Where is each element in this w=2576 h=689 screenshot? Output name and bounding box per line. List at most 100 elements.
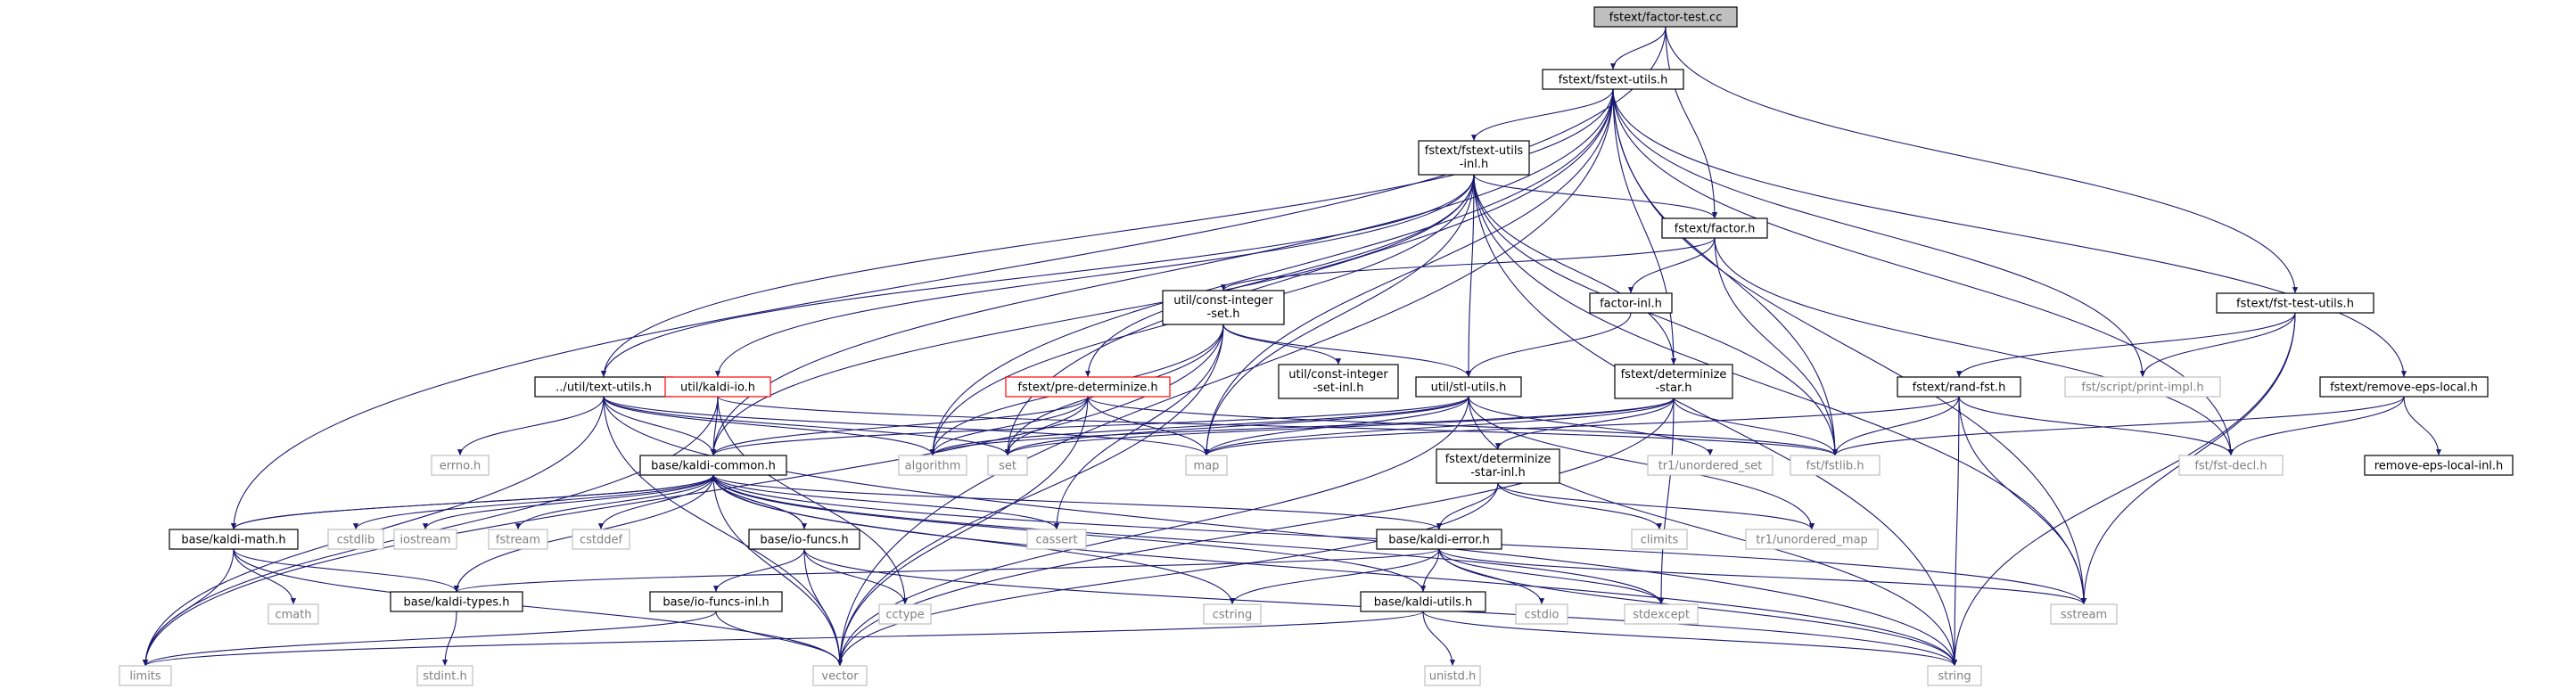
edge-determinize-star-to-set bbox=[1005, 398, 1675, 456]
node-label-io-funcs-inl: base/io-funcs-inl.h bbox=[663, 596, 769, 610]
node-factor-inl[interactable]: factor-inl.h bbox=[1589, 292, 1673, 314]
edge-factor-test-to-kaldi-math bbox=[230, 26, 1667, 530]
edge-stl-utils-to-kaldi-common bbox=[711, 396, 1469, 456]
node-fstext-utils[interactable]: fstext/fstext-utils.h bbox=[1542, 69, 1684, 90]
node-rand-fst[interactable]: fstext/rand-fst.h bbox=[1897, 376, 2021, 398]
node-kaldi-common[interactable]: base/kaldi-common.h bbox=[639, 455, 787, 476]
edge-kaldi-error-to-stdexcept bbox=[1438, 548, 1665, 605]
node-pre-determinize[interactable]: fstext/pre-determinize.h bbox=[1005, 376, 1171, 398]
edge-fstext-utils-to-map bbox=[1203, 88, 1614, 456]
node-determinize-star-inl[interactable]: fstext/determinize-star-inl.h bbox=[1436, 448, 1560, 484]
node-kaldi-utils[interactable]: base/kaldi-utils.h bbox=[1360, 591, 1486, 612]
node-label-rand-fst: fstext/rand-fst.h bbox=[1913, 381, 2006, 395]
edge-remove-eps-local-to-fst-decl bbox=[2227, 396, 2405, 456]
node-set: set bbox=[987, 455, 1028, 476]
edge-fstext-utils-inl-to-factor-h bbox=[1473, 174, 1718, 219]
node-box-print-impl bbox=[2064, 376, 2221, 398]
node-kaldi-types[interactable]: base/kaldi-types.h bbox=[390, 591, 523, 612]
edge-const-int-set-to-stl-utils bbox=[1222, 324, 1472, 378]
node-factor-test[interactable]: fstext/factor-test.cc bbox=[1593, 6, 1738, 28]
node-kaldi-math[interactable]: base/kaldi-math.h bbox=[169, 529, 299, 550]
node-box-map bbox=[1185, 455, 1228, 476]
edge-rand-fst-to-fstlib bbox=[1831, 396, 1960, 456]
edge-kaldi-math-to-cmath bbox=[233, 548, 297, 605]
edge-kaldi-common-to-cstdlib bbox=[353, 474, 714, 530]
edge-stl-utils-to-string bbox=[1468, 396, 1958, 667]
node-label-const-int-set-inl-2: -set-inl.h bbox=[1313, 381, 1363, 395]
edge-kaldi-common-to-kaldi-error bbox=[712, 474, 1442, 530]
node-label-factor-inl: factor-inl.h bbox=[1600, 298, 1662, 311]
edge-pre-determinize-to-kaldi-common bbox=[711, 396, 1089, 456]
node-box-unistd bbox=[1424, 665, 1481, 686]
node-box-fst-test-utils bbox=[2216, 292, 2374, 314]
node-box-cctype bbox=[878, 603, 932, 625]
node-label-stdexcept: stdexcept bbox=[1633, 609, 1690, 622]
edge-fstext-utils-inl-to-kaldi-common bbox=[710, 174, 1475, 456]
node-box-remove-eps-local-inl bbox=[2364, 455, 2514, 476]
node-label-fstream: fstream bbox=[496, 534, 540, 547]
node-io-funcs[interactable]: base/io-funcs.h bbox=[748, 529, 860, 550]
edge-pre-determinize-to-set bbox=[1004, 396, 1089, 456]
edge-kaldi-io-to-cctype bbox=[717, 396, 909, 605]
node-determinize-star[interactable]: fstext/determinize-star.h bbox=[1614, 364, 1733, 399]
node-const-int-set-inl[interactable]: util/const-integer-set-inl.h bbox=[1278, 364, 1399, 399]
node-box-kaldi-io bbox=[664, 376, 771, 398]
node-io-funcs-inl[interactable]: base/io-funcs-inl.h bbox=[649, 591, 783, 612]
node-label-const-int-set-inl-1: util/const-integer bbox=[1288, 368, 1388, 381]
node-factor-h[interactable]: fstext/factor.h bbox=[1661, 217, 1768, 239]
node-const-int-set[interactable]: util/const-integer-set.h bbox=[1162, 290, 1285, 325]
node-remove-eps-local-inl[interactable]: remove-eps-local-inl.h bbox=[2364, 455, 2514, 476]
node-label-iostream: iostream bbox=[399, 534, 450, 547]
edge-fstext-utils-to-algorithm bbox=[929, 88, 1614, 456]
edge-io-funcs-to-vector bbox=[803, 548, 844, 667]
node-remove-eps-local[interactable]: fstext/remove-eps-local.h bbox=[2319, 376, 2489, 398]
node-box-cassert bbox=[1026, 529, 1087, 550]
node-box-string bbox=[1927, 665, 1982, 686]
edge-factor-test-to-fstext-utils bbox=[1609, 26, 1667, 70]
edge-kaldi-math-to-limits bbox=[142, 548, 235, 667]
edge-kaldi-common-to-iostream bbox=[422, 474, 714, 530]
node-stl-utils[interactable]: util/stl-utils.h bbox=[1415, 376, 1522, 398]
edge-fstext-utils-to-fst-decl bbox=[1612, 88, 2234, 456]
edge-rand-fst-to-string bbox=[1951, 396, 1960, 667]
node-label-map: map bbox=[1194, 460, 1220, 473]
edge-kaldi-math-to-kaldi-types bbox=[233, 548, 460, 593]
node-label-determinize-star-2: -star.h bbox=[1655, 381, 1691, 395]
node-label-cstddef: cstddef bbox=[580, 534, 623, 547]
node-label-const-int-set-2: -set.h bbox=[1207, 308, 1240, 321]
node-sstream: sstream bbox=[2050, 603, 2118, 625]
node-label-fstext-utils-inl-2: -inl.h bbox=[1460, 158, 1489, 171]
node-cctype: cctype bbox=[878, 603, 932, 625]
node-label-cstring: cstring bbox=[1213, 609, 1252, 622]
node-limits: limits bbox=[119, 665, 172, 686]
node-label-stdint: stdint.h bbox=[423, 670, 466, 684]
edge-kaldi-error-to-kaldi-types bbox=[454, 548, 1440, 593]
node-box-io-funcs bbox=[748, 529, 860, 550]
node-box-kaldi-types bbox=[390, 591, 523, 612]
node-box-fstext-utils-inl bbox=[1418, 140, 1530, 176]
node-label-cstdlib: cstdlib bbox=[337, 534, 375, 547]
edge-text-utils-to-set bbox=[603, 396, 1010, 456]
node-box-iostream bbox=[393, 529, 457, 550]
node-box-const-int-set bbox=[1162, 290, 1285, 325]
node-kaldi-error[interactable]: base/kaldi-error.h bbox=[1376, 529, 1502, 550]
node-fstlib: fst/fstlib.h bbox=[1790, 455, 1881, 476]
node-box-cstring bbox=[1203, 603, 1262, 625]
node-fstext-utils-inl[interactable]: fstext/fstext-utils-inl.h bbox=[1418, 140, 1530, 176]
node-label-kaldi-utils: base/kaldi-utils.h bbox=[1374, 596, 1473, 610]
node-text-utils[interactable]: ../util/text-utils.h bbox=[534, 376, 673, 398]
edge-pre-determinize-to-algorithm bbox=[929, 396, 1089, 456]
node-errno: errno.h bbox=[431, 455, 490, 476]
node-kaldi-io[interactable]: util/kaldi-io.h bbox=[664, 376, 771, 398]
edge-remove-eps-local-to-remove-eps-local-inl bbox=[2403, 396, 2442, 456]
edge-kaldi-utils-to-unistd bbox=[1422, 611, 1456, 667]
edge-fstext-utils-inl-to-kaldi-io bbox=[714, 174, 1475, 378]
edge-pre-determinize-to-vector bbox=[836, 396, 1089, 667]
node-climits: climits bbox=[1631, 529, 1688, 550]
edge-rand-fst-to-sstream bbox=[1958, 396, 2087, 605]
node-fst-test-utils[interactable]: fstext/fst-test-utils.h bbox=[2216, 292, 2374, 314]
edge-factor-test-to-fst-test-utils bbox=[1665, 26, 2299, 294]
node-box-fst-decl bbox=[2178, 455, 2284, 476]
edge-kaldi-common-to-vector bbox=[712, 474, 844, 667]
edge-kaldi-error-to-sstream bbox=[1438, 548, 2086, 605]
